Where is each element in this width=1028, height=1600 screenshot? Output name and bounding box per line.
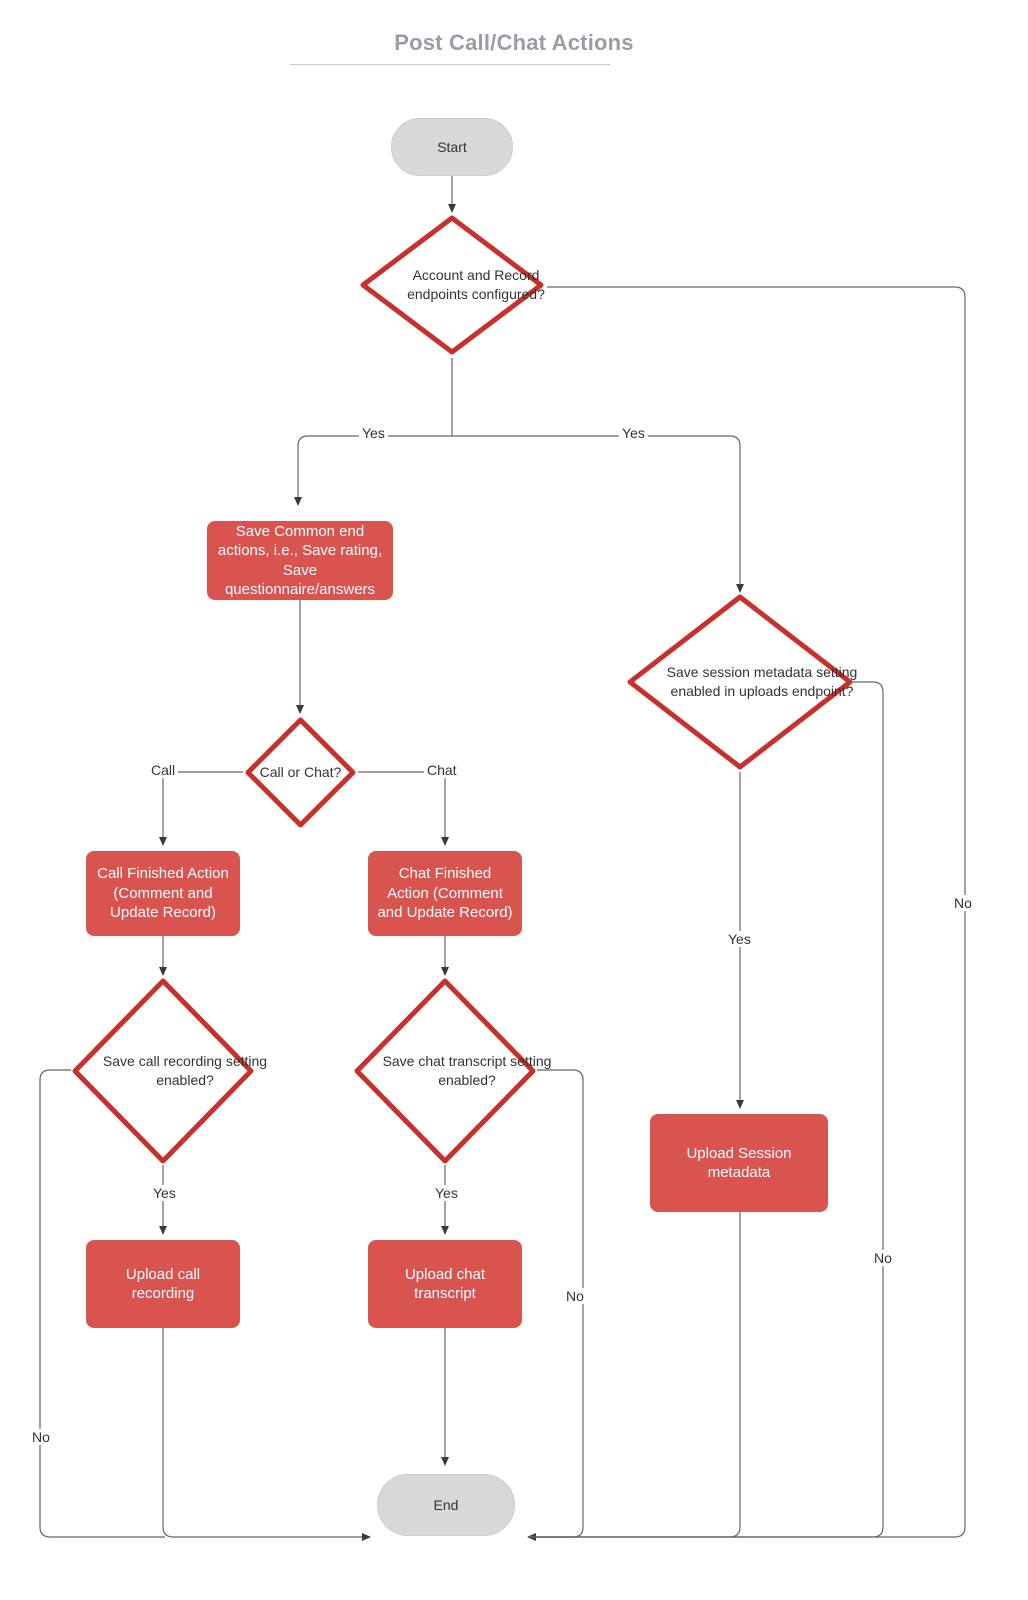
edge-sessionmeta-no — [528, 681, 884, 1538]
edge-label-endpoints-no: No — [951, 895, 975, 911]
node-account-record-endpoints-decision[interactable]: Account and Record endpoints configured? — [357, 212, 547, 358]
edge-endpoints-no — [528, 286, 966, 1538]
edge-label-branch-chat: Chat — [424, 762, 460, 778]
page-title: Post Call/Chat Actions — [394, 30, 634, 55]
edge-endpoints-yes-left — [294, 435, 452, 506]
node-upload-session-metadata-label: Upload Session metadata — [686, 1144, 792, 1182]
node-save-chat-transcript-decision[interactable]: Save chat transcript setting enabled? — [352, 976, 551, 1166]
node-chat-finished-action-label: Chat Finished Action (Comment and Update… — [377, 865, 513, 922]
edge-branch-call — [159, 771, 243, 846]
edge-callrecording-no — [39, 1069, 165, 1538]
node-save-call-recording-decision[interactable]: Save call recording setting enabled? — [70, 976, 267, 1166]
node-save-common-end-actions-label: Save Common end actions, i.e., Save rati… — [217, 522, 383, 599]
edge-uploadcall-to-end — [162, 1328, 371, 1541]
edge-label-chattranscript-yes: Yes — [432, 1185, 461, 1201]
edge-label-branch-call: Call — [148, 762, 179, 778]
node-call-finished-action-label: Call Finished Action (Comment and Update… — [97, 865, 229, 922]
node-start-label: Start — [437, 139, 467, 155]
node-upload-chat-transcript-label: Upload chat transcript — [404, 1265, 486, 1303]
node-upload-session-metadata[interactable]: Upload Session metadata — [650, 1114, 828, 1212]
edge-label-sessionmeta-no: No — [871, 1250, 895, 1266]
edge-label-callrecording-no: No — [29, 1429, 53, 1445]
node-chat-finished-action[interactable]: Chat Finished Action (Comment and Update… — [368, 851, 522, 936]
node-upload-call-recording[interactable]: Upload call recording — [86, 1240, 240, 1328]
node-upload-call-recording-label: Upload call recording — [125, 1265, 201, 1303]
edge-label-sessionmeta-yes: Yes — [725, 931, 754, 947]
node-call-or-chat-decision[interactable]: Call or Chat? — [243, 715, 358, 830]
edge-branch-chat — [358, 771, 449, 846]
title-divider — [290, 64, 610, 65]
node-call-finished-action[interactable]: Call Finished Action (Comment and Update… — [86, 851, 240, 936]
edge-label-endpoints-yes-right: Yes — [619, 425, 648, 441]
node-end-label: End — [433, 1497, 459, 1513]
edge-label-endpoints-yes-left: Yes — [359, 425, 388, 441]
edge-label-callrecording-yes: Yes — [150, 1185, 179, 1201]
node-upload-chat-transcript[interactable]: Upload chat transcript — [368, 1240, 522, 1328]
node-end[interactable]: End — [377, 1474, 515, 1536]
node-save-session-metadata-decision[interactable]: Save session metadata setting enabled in… — [625, 592, 857, 772]
edge-uploadmeta-to-end — [528, 1212, 741, 1538]
edge-endpoints-yes-right — [452, 435, 744, 593]
node-save-common-end-actions[interactable]: Save Common end actions, i.e., Save rati… — [207, 521, 393, 600]
edge-label-chattranscript-no: No — [563, 1288, 587, 1304]
node-start[interactable]: Start — [391, 118, 513, 176]
